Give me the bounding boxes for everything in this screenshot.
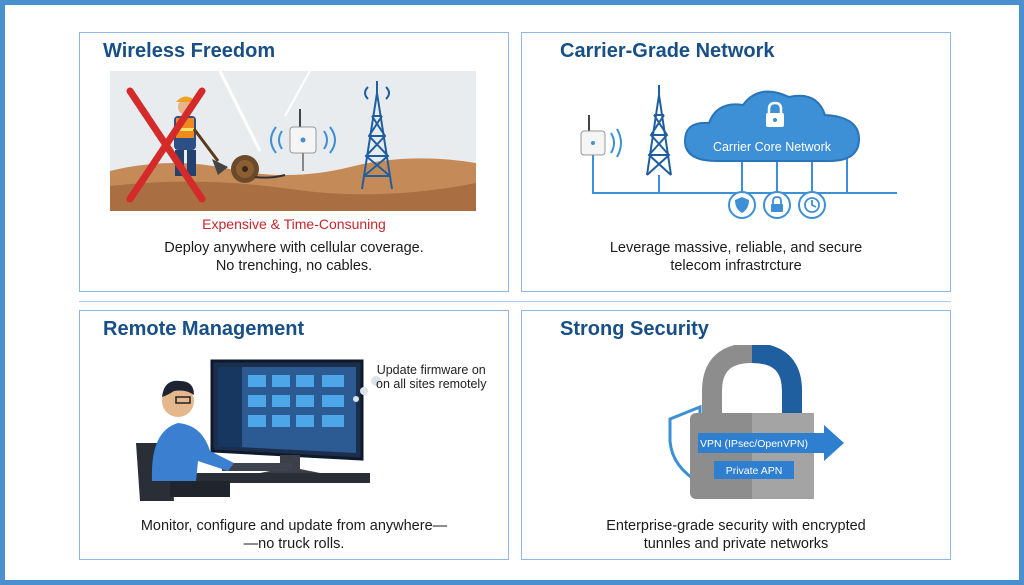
warning-label: Expensive & Time-Consuning <box>202 216 386 232</box>
trenching-illustration <box>110 71 476 211</box>
cross-icon <box>126 87 206 203</box>
padlock-illustration: VPN (IPsec/OpenVPN) Private APN <box>668 345 844 499</box>
thought-bubble-icon <box>353 376 381 402</box>
panel-caption: Deploy anywhere with cellular coverage. … <box>164 240 424 274</box>
cloud-label: Carrier Core Network <box>713 140 832 154</box>
panel-caption: Enterprise-grade security with encrypted… <box>606 518 866 552</box>
thought-bubble-text: Update firmware on on all sites remotely <box>376 363 487 391</box>
lock-icon <box>763 191 791 219</box>
panel-title: Carrier-Grade Network <box>560 40 775 62</box>
cable-spool <box>231 155 286 183</box>
network-diagram: Carrier Core Network <box>580 85 897 219</box>
panel-wireless-freedom: Wireless Freedom <box>79 32 509 292</box>
section-divider <box>79 301 951 302</box>
panel-strong-security: Strong Security VPN (IPsec/OpenVPN) Priv… <box>521 310 951 560</box>
arrow-right-icon <box>698 425 844 461</box>
person-figure <box>151 380 234 497</box>
lock-icon <box>766 101 784 127</box>
panel-title: Wireless Freedom <box>103 40 276 62</box>
clock-icon <box>798 191 826 219</box>
panel-title: Remote Management <box>103 318 305 340</box>
cell-tower-icon <box>361 81 393 190</box>
panel-remote-management: Remote Management <box>79 310 509 560</box>
panel-caption: Monitor, configure and update from anywh… <box>140 518 448 552</box>
panel-title: Strong Security <box>560 318 709 340</box>
panel-carrier-grade-network: Carrier-Grade Network <box>521 32 951 292</box>
vpn-label: VPN (IPsec/OpenVPN) <box>700 438 808 450</box>
panel-caption: Leverage massive, reliable, and secure t… <box>609 240 863 274</box>
cellular-router-icon <box>580 115 622 158</box>
cellular-router-icon <box>270 109 336 171</box>
cell-tower-icon <box>646 85 672 176</box>
keyboard-icon <box>222 463 292 471</box>
worker-figure <box>174 96 228 176</box>
remote-operator-illustration <box>136 359 370 501</box>
shield-icon <box>728 191 756 219</box>
monitor-icon <box>210 359 364 473</box>
apn-label: Private APN <box>726 465 783 477</box>
